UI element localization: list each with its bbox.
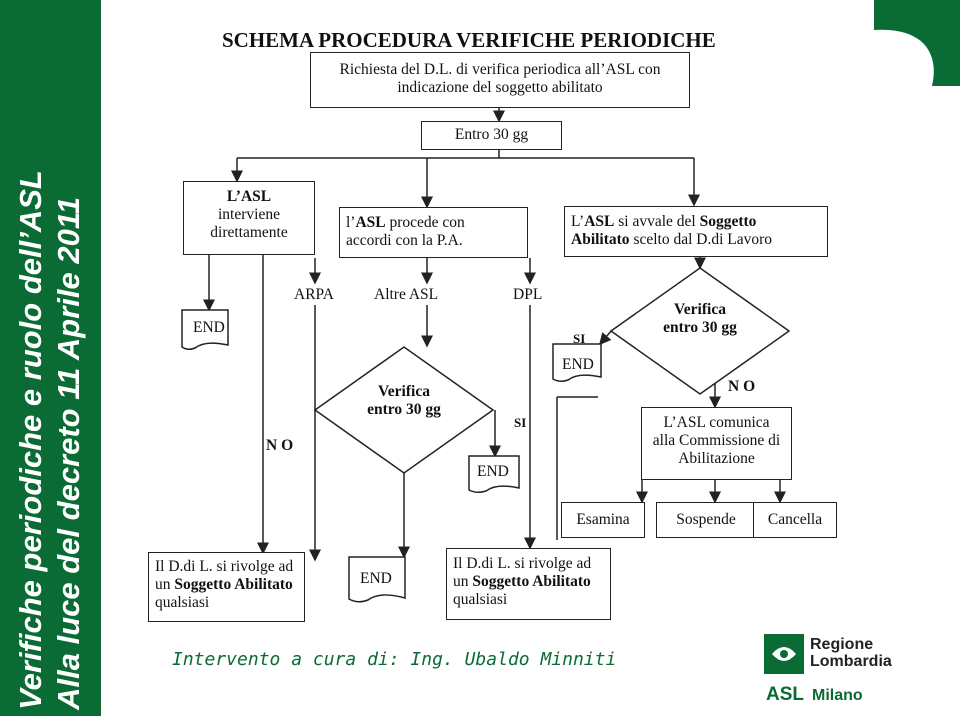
dl-left-line2a: un <box>155 576 175 593</box>
asl-diretta-line3: direttamente <box>210 224 288 241</box>
footer-credit: Intervento a cura di: Ing. Ubaldo Minnit… <box>172 649 617 670</box>
cancella-box: Cancella <box>753 502 837 538</box>
dl-left-line1: Il D.di L. si rivolge ad <box>155 558 294 575</box>
commissione-line1: L’ASL comunica <box>663 414 770 431</box>
page-title: SCHEMA PROCEDURA VERIFICHE PERIODICHE <box>222 28 716 52</box>
cancella-label: Cancella <box>767 511 823 528</box>
regione-lombardia-logo-icon <box>764 634 804 674</box>
si-mid-label: SI <box>514 415 527 430</box>
asl-diretta-line2: interviene <box>218 206 280 223</box>
asl-soggetto-post: scelto dal D.di Lavoro <box>629 231 773 248</box>
asl-soggetto-b1: ASL <box>584 213 615 230</box>
dl-left-line2b: Soggetto Abilitato <box>174 576 293 593</box>
no-left-label: N O <box>266 437 294 454</box>
dl-mid-line2a: un <box>453 573 473 590</box>
dl-mid-box: Il D.di L. si rivolge ad un Soggetto Abi… <box>446 548 611 620</box>
verifica-mid-line1: Verifica <box>378 383 430 400</box>
asl-diretta-line1: L’ASL <box>226 188 272 205</box>
end-right-label: END <box>562 356 594 373</box>
asl-soggetto-b3: Abilitato <box>571 231 630 248</box>
end-mid-label: END <box>477 463 509 480</box>
logo-area: Regione Lombardia ASL Milano <box>762 632 952 712</box>
richiesta-box: Richiesta del D.L. di verifica periodica… <box>310 52 690 108</box>
asl-diretta-box: L’ASL interviene direttamente <box>183 181 315 255</box>
sidebar: Verifiche periodiche e ruolo dell’ASL Al… <box>0 0 101 716</box>
asl-soggetto-mid: si avvale del <box>614 213 700 230</box>
commissione-line3: Abilitazione <box>678 450 755 467</box>
asl-milano-text: ASL Milano <box>766 684 863 706</box>
end-left-label: END <box>193 319 225 336</box>
asl-accordi-box: l’ASL procede con accordi con la P.A. <box>339 207 528 258</box>
entro30-top-box: Entro 30 gg <box>421 121 562 150</box>
logo-city: Milano <box>812 687 863 704</box>
verifica-right-line2: entro 30 gg <box>663 319 737 336</box>
sospende-label: Sospende <box>676 511 736 528</box>
esamina-label: Esamina <box>576 511 630 528</box>
richiesta-line1: Richiesta del D.L. di verifica periodica… <box>339 61 661 78</box>
dpl-label: DPL <box>513 286 543 303</box>
no-right-label: N O <box>728 378 756 395</box>
logo-asl: ASL <box>766 684 804 705</box>
arpa-label: ARPA <box>294 286 334 303</box>
commissione-line2: alla Commissione di <box>652 432 781 449</box>
esamina-box: Esamina <box>561 502 645 538</box>
asl-soggetto-box: L’ASL si avvale del Soggetto Abilitato s… <box>564 206 828 257</box>
asl-accordi-pre: l’ <box>346 214 356 231</box>
logo-region2: Lombardia <box>810 653 892 670</box>
commissione-box: L’ASL comunica alla Commissione di Abili… <box>641 407 792 480</box>
asl-accordi-post: procede con <box>385 214 465 231</box>
verifica-mid-label: Verifica entro 30 gg <box>344 383 464 419</box>
sospende-box: Sospende <box>656 502 756 538</box>
asl-soggetto-pre: L’ <box>571 213 585 230</box>
regione-lombardia-text: Regione Lombardia <box>810 636 892 670</box>
asl-soggetto-b2: Soggetto <box>699 213 757 230</box>
dl-mid-line2b: Soggetto Abilitato <box>472 573 591 590</box>
end-bottom-label: END <box>360 570 392 587</box>
dl-mid-line3: qualsiasi <box>453 591 508 608</box>
verifica-mid-line2: entro 30 gg <box>367 401 441 418</box>
asl-accordi-line2: accordi con la P.A. <box>346 232 463 249</box>
verifica-right-line1: Verifica <box>674 301 726 318</box>
logo-region1: Regione <box>810 636 874 653</box>
entro30-top-label: Entro 30 gg <box>454 126 529 143</box>
dl-left-line3: qualsiasi <box>155 594 210 611</box>
altre-asl-label: Altre ASL <box>374 286 439 303</box>
si-right-label: SI <box>573 331 586 346</box>
asl-accordi-bold: ASL <box>355 214 386 231</box>
verifica-right-label: Verifica entro 30 gg <box>640 301 760 337</box>
richiesta-line2: indicazione del soggetto abilitato <box>397 79 603 96</box>
dl-mid-line1: Il D.di L. si rivolge ad <box>453 555 592 572</box>
regione-lombardia-emblem-icon <box>874 0 960 86</box>
dl-left-box: Il D.di L. si rivolge ad un Soggetto Abi… <box>148 552 305 622</box>
